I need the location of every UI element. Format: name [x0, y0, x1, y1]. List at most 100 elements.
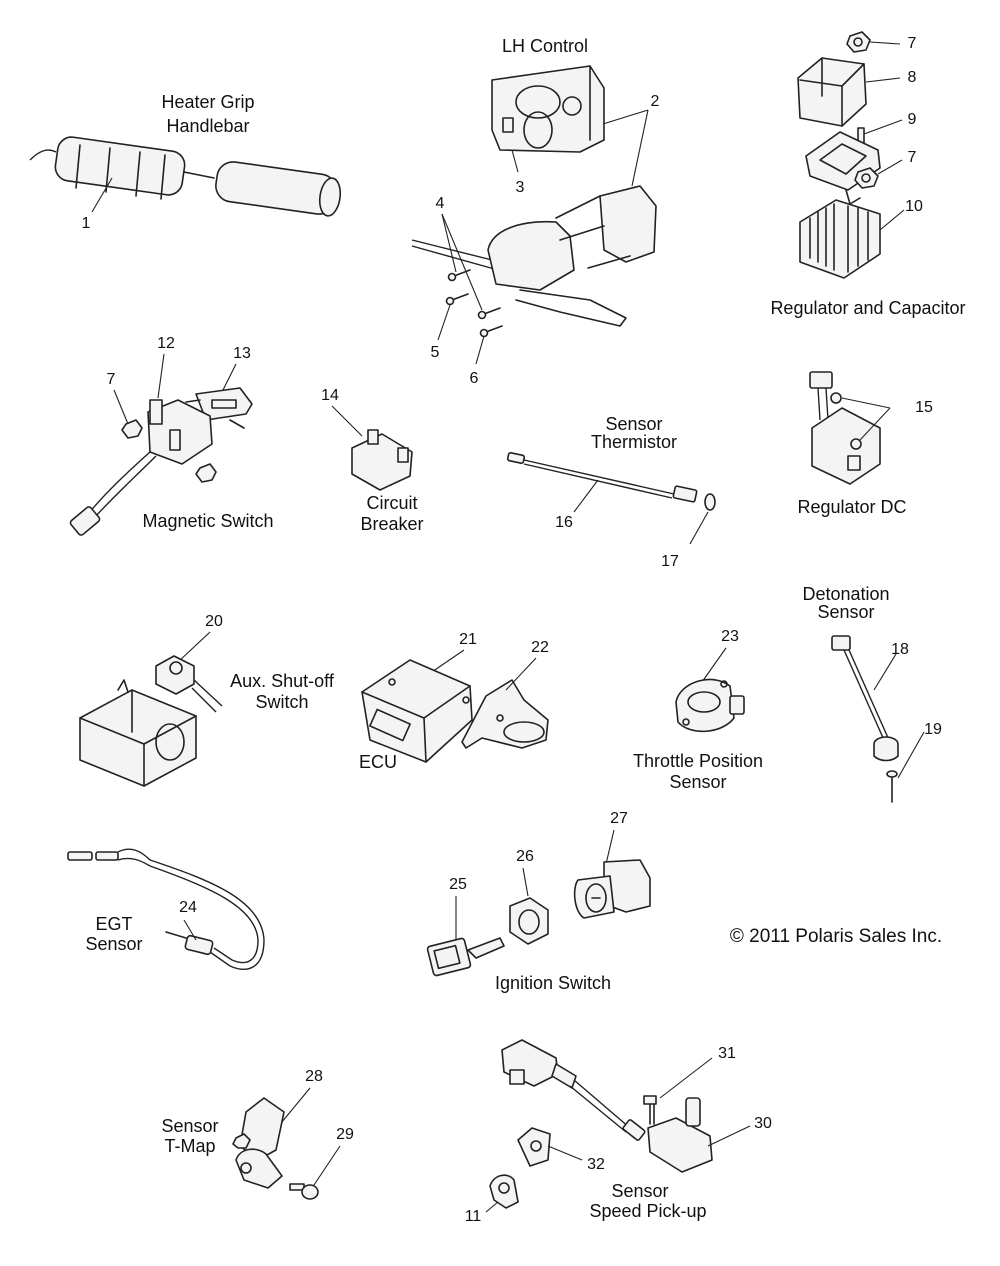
speed-pickup-part: [501, 1039, 713, 1173]
copyright-notice: © 2011 Polaris Sales Inc.: [730, 926, 942, 947]
lh-control-label: LH Control: [502, 36, 588, 56]
callout-7-mid: 7: [908, 149, 917, 166]
callout-19: 19: [924, 721, 942, 738]
callout-4: 4: [436, 195, 445, 212]
detonation-sensor-label-2: Sensor: [817, 602, 874, 622]
clip-32-part: [517, 1127, 551, 1167]
speed-pickup-label-2: Speed Pick-up: [589, 1201, 706, 1221]
regulator-dc-label: Regulator DC: [797, 497, 906, 517]
detonation-sensor-part: [831, 635, 899, 803]
ignition-switch-label: Ignition Switch: [495, 973, 611, 993]
lh-control-assembly: [411, 185, 657, 327]
thermistor-part: [506, 451, 716, 511]
ecu-bracket-22: [461, 679, 549, 749]
sensor-tmap-label-1: Sensor: [161, 1116, 218, 1136]
callout-10: 10: [905, 198, 923, 215]
regulator-10: [799, 199, 881, 279]
regulator-capacitor-label: Regulator and Capacitor: [770, 298, 965, 318]
sensor-thermistor-label-1: Sensor: [605, 414, 662, 434]
speed-pickup-label-1: Sensor: [611, 1181, 668, 1201]
clip-11-part: [489, 1174, 519, 1209]
sensor-thermistor-label-2: Thermistor: [591, 432, 677, 452]
aux-shutoff-switch-part: [155, 655, 223, 713]
callout-18: 18: [891, 641, 909, 658]
ignition-switch-group: 25 26 27 Ignition Switch: [426, 810, 651, 993]
callout-1: 1: [82, 215, 91, 232]
regulator-dc-group: 15 Regulator DC: [797, 371, 933, 517]
ecu-group: 21 22 ECU: [359, 631, 549, 772]
nut-7-top: [846, 31, 871, 53]
callout-21: 21: [459, 631, 477, 648]
nut-7-mid: [854, 167, 879, 189]
bolt-31-part: [643, 1095, 657, 1125]
heater-grip-label-2: Handlebar: [166, 116, 249, 136]
callout-5: 5: [431, 344, 440, 361]
callout-6: 6: [470, 370, 479, 387]
callout-27: 27: [610, 810, 628, 827]
callout-29: 29: [336, 1126, 354, 1143]
callout-22: 22: [531, 639, 549, 656]
aux-shutoff-housing: [79, 679, 197, 787]
circuit-breaker-part: [351, 429, 413, 491]
circuit-breaker-label-1: Circuit: [366, 493, 417, 513]
callout-32: 32: [587, 1156, 605, 1173]
aux-shutoff-group: 20 Aux. Shut-off Switch: [79, 613, 335, 787]
ecu-label: ECU: [359, 752, 397, 772]
callout-20: 20: [205, 613, 223, 630]
throttle-position-label-1: Throttle Position: [633, 751, 763, 771]
callout-15: 15: [915, 399, 933, 416]
callout-16: 16: [555, 514, 573, 531]
sensor-tmap-group: 28 29 Sensor T-Map: [161, 1068, 354, 1200]
sensor-thermistor-group: Sensor Thermistor 16 17: [506, 414, 716, 570]
callout-3: 3: [516, 179, 525, 196]
magnetic-switch-label: Magnetic Switch: [142, 511, 273, 531]
callout-25: 25: [449, 876, 467, 893]
ignition-key-part: [426, 937, 505, 977]
circuit-breaker-label-2: Breaker: [360, 514, 423, 534]
aux-shutoff-label-2: Switch: [255, 692, 308, 712]
callout-11: 11: [465, 1208, 482, 1225]
egt-sensor-part: [67, 848, 265, 970]
egt-sensor-label-1: EGT: [95, 914, 132, 934]
callout-31: 31: [718, 1045, 736, 1062]
callout-28: 28: [305, 1068, 323, 1085]
callout-23: 23: [721, 628, 739, 645]
callout-7-magnetic: 7: [107, 371, 116, 388]
heater-grip-group: Heater Grip Handlebar 1: [29, 92, 342, 232]
magnetic-switch-group: 12 13 7 Magnetic Switch: [69, 335, 274, 536]
callout-7-top: 7: [908, 35, 917, 52]
ecu-part: [361, 659, 473, 763]
callout-17: 17: [661, 553, 679, 570]
callout-13: 13: [233, 345, 251, 362]
callout-26: 26: [516, 848, 534, 865]
egt-sensor-group: 24 EGT Sensor: [67, 848, 265, 970]
callout-30: 30: [754, 1115, 772, 1132]
capacitor-8: [797, 57, 867, 127]
lh-control-housing: [491, 65, 605, 153]
callout-12: 12: [157, 335, 175, 352]
tmap-sensor-part: [232, 1097, 285, 1189]
circuit-breaker-group: 14 Circuit Breaker: [321, 387, 423, 534]
tmap-screw-part: [289, 1183, 319, 1200]
ignition-nut-part: [509, 897, 549, 945]
callout-2: 2: [651, 93, 660, 110]
throttle-position-sensor-part: [675, 678, 745, 733]
callout-24: 24: [179, 899, 197, 916]
heater-grip-part: [29, 136, 342, 217]
regulator-dc-part: [809, 371, 881, 485]
throttle-position-group: 23 Throttle Position Sensor: [633, 628, 763, 792]
ignition-switch-body-part: [573, 859, 651, 919]
callout-14: 14: [321, 387, 339, 404]
throttle-position-label-2: Sensor: [669, 772, 726, 792]
magnetic-switch-body: [121, 399, 217, 483]
lh-control-group: LH Control 2 3: [411, 36, 660, 387]
detonation-sensor-label-1: Detonation: [802, 584, 889, 604]
screw-set: [445, 269, 503, 338]
speed-pickup-group: 30 31 32 11 Sensor Speed Pick-up: [465, 1039, 772, 1225]
detonation-sensor-group: Detonation Sensor 18 19: [802, 584, 942, 803]
regulator-capacitor-group: 7 8 9 7: [770, 31, 966, 318]
sensor-tmap-label-2: T-Map: [164, 1136, 215, 1156]
callout-9: 9: [908, 111, 917, 128]
callout-8: 8: [908, 69, 917, 86]
